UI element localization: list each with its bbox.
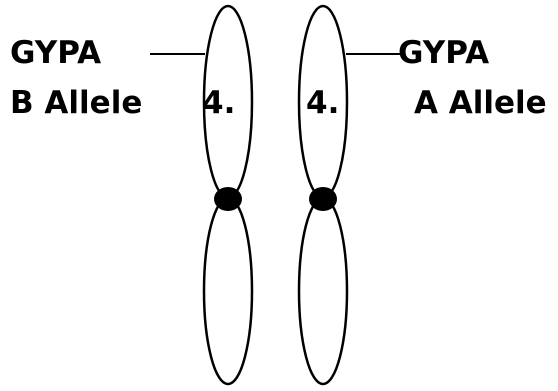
right-gene-label: GYPA [398,38,489,69]
left-chromosome [150,6,252,384]
left-chromosome-number: 4. [202,88,235,119]
right-chromosome [299,6,402,384]
left-centromere [214,187,242,211]
right-allele-label: A Allele [414,88,547,119]
right-centromere [309,187,337,211]
left-gene-label: GYPA [10,38,101,69]
left-allele-label: B Allele [10,88,142,119]
left-chromosome-lower-arm [204,198,252,384]
right-chromosome-lower-arm [299,198,347,384]
right-chromosome-number: 4. [306,88,339,119]
